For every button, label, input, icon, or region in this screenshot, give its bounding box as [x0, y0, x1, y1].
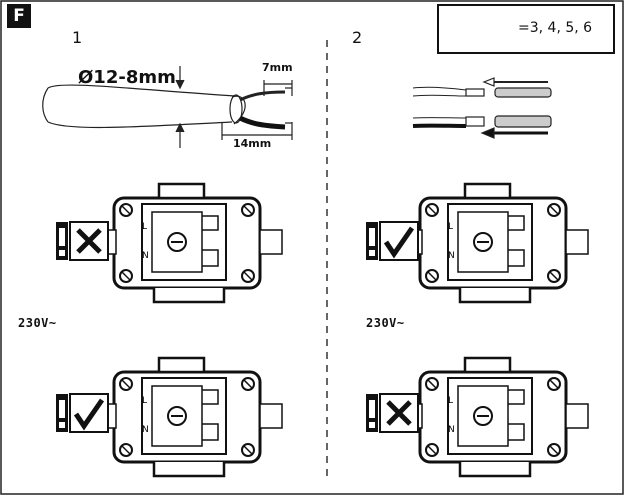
cable-strip-drawing [42, 66, 293, 148]
terminal-label-neutral: N [142, 425, 149, 435]
cable-diameter-label: Ø12-8mm [78, 67, 176, 88]
junction-box-2b [408, 356, 590, 478]
warning-reference-text: =3, 4, 5, 6 [518, 20, 593, 36]
correct-mark-1b [56, 394, 108, 432]
wrong-mark-2b [366, 394, 418, 432]
terminal-label-live: L [448, 396, 453, 406]
terminal-label-live: L [142, 222, 147, 232]
section-label: F [7, 4, 31, 28]
voltage-label-right: 230V~ [366, 316, 405, 330]
step-number-2: 2 [352, 28, 363, 47]
terminal-label-neutral: N [142, 251, 149, 261]
conductor-strip-length: 7mm [262, 61, 293, 74]
junction-box-2a [408, 182, 590, 304]
ferrule-drawing [412, 77, 552, 139]
correct-mark-2a [366, 222, 418, 260]
terminal-label-neutral: N [448, 425, 455, 435]
wrong-mark-1a [56, 222, 108, 260]
voltage-label-left: 230V~ [18, 316, 57, 330]
junction-box-1b [102, 356, 284, 478]
warning-box [437, 4, 615, 54]
terminal-label-neutral: N [448, 251, 455, 261]
junction-box-1a [102, 182, 284, 304]
sheath-strip-length: 14mm [233, 137, 272, 150]
terminal-label-live: L [142, 396, 147, 406]
step-number-1: 1 [72, 28, 83, 47]
terminal-label-live: L [448, 222, 453, 232]
